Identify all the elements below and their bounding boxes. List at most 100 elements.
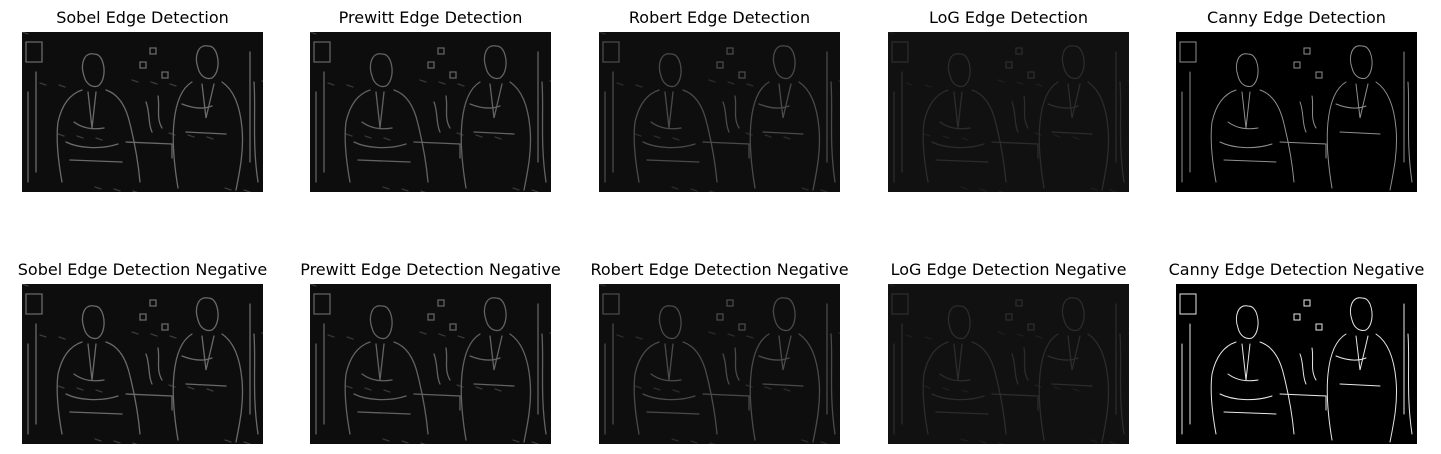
edge-stroke	[633, 89, 660, 183]
texture-stroke	[672, 137, 680, 141]
edge-stroke	[1038, 333, 1059, 441]
edge-stroke	[1355, 83, 1369, 119]
edge-stroke	[772, 297, 796, 332]
texture-stroke	[961, 389, 969, 393]
texture-stroke	[746, 83, 754, 87]
texture-stroke	[1035, 335, 1043, 339]
edge-stroke	[125, 141, 173, 159]
texture-stroke	[261, 332, 263, 335]
texture-stroke	[457, 83, 465, 87]
edge-stroke	[1179, 41, 1197, 63]
edge-stroke	[1279, 141, 1327, 159]
edge-image	[310, 284, 551, 444]
edge-stroke	[145, 353, 153, 385]
texture-stroke	[95, 137, 103, 141]
texture-stroke	[39, 334, 47, 338]
texture-stroke	[653, 387, 661, 391]
edge-stroke	[650, 121, 682, 130]
edge-stroke	[445, 347, 451, 381]
edge-stroke	[1027, 323, 1035, 331]
edge-stroke	[87, 91, 97, 129]
texture-stroke	[635, 84, 643, 88]
texture-stroke	[783, 136, 791, 140]
edge-stroke	[1349, 45, 1373, 79]
texture-stroke	[764, 386, 772, 390]
edge-stroke	[633, 341, 660, 435]
edge-stroke	[393, 89, 429, 183]
texture-stroke	[1035, 83, 1043, 87]
texture-stroke	[22, 32, 29, 35]
edge-image	[1176, 284, 1417, 444]
edge-stroke	[1259, 341, 1295, 435]
texture-stroke	[960, 186, 968, 190]
texture-stroke	[327, 82, 335, 86]
edge-stroke	[313, 293, 331, 315]
edge-stroke	[664, 91, 674, 129]
edge-stroke	[1210, 89, 1237, 183]
panel-title: LoG Edge Detection Negative	[890, 260, 1127, 279]
edge-stroke	[716, 313, 724, 321]
texture-stroke	[243, 441, 251, 444]
texture-stroke	[420, 190, 427, 192]
edge-image	[599, 32, 840, 192]
edge-stroke	[105, 341, 141, 435]
panel-title: Prewitt Edge Detection	[338, 8, 523, 27]
edge-stroke	[702, 141, 750, 159]
edge-stroke	[1027, 71, 1035, 79]
edge-stroke	[1051, 131, 1093, 135]
edge-stroke	[139, 61, 147, 69]
edge-stroke	[798, 81, 821, 191]
edge-stroke	[460, 81, 481, 189]
edge-stroke	[650, 373, 682, 382]
texture-stroke	[345, 385, 353, 389]
edge-stroke	[181, 103, 213, 109]
texture-stroke	[327, 334, 335, 338]
texture-stroke	[1090, 439, 1098, 443]
texture-stroke	[820, 441, 828, 444]
edge-stroke	[1279, 393, 1327, 411]
edge-stroke	[1241, 91, 1251, 129]
texture-stroke	[169, 335, 177, 339]
texture-stroke	[709, 190, 716, 192]
texture-stroke	[457, 335, 465, 339]
texture-stroke	[346, 84, 354, 88]
texture-stroke	[131, 331, 139, 335]
edge-stroke	[1005, 313, 1013, 321]
edge-stroke	[357, 159, 411, 163]
edge-stroke	[139, 313, 147, 321]
texture-stroke	[150, 81, 158, 85]
edge-stroke	[413, 393, 461, 411]
texture-stroke	[94, 438, 102, 442]
edge-stroke	[1061, 45, 1085, 80]
texture-stroke	[905, 334, 913, 338]
edge-stroke	[1259, 89, 1295, 183]
edge-stroke	[56, 341, 83, 435]
texture-stroke	[635, 336, 643, 340]
edge-map-graphic	[599, 32, 840, 192]
edge-map-graphic	[599, 284, 840, 444]
edge-stroke	[393, 341, 429, 435]
edge-stroke	[1303, 299, 1311, 307]
edge-stroke	[172, 81, 193, 189]
edge-stroke	[991, 141, 1039, 159]
edge-stroke	[1061, 297, 1085, 332]
texture-stroke	[979, 440, 987, 444]
edge-stroke	[357, 411, 411, 415]
edge-stroke	[931, 393, 985, 401]
texture-stroke	[599, 32, 606, 35]
texture-stroke	[531, 441, 539, 444]
texture-stroke	[475, 134, 483, 138]
panel-title: LoG Edge Detection	[929, 8, 1088, 27]
edge-stroke	[369, 305, 393, 340]
edge-stroke	[953, 91, 963, 129]
edge-stroke	[473, 131, 515, 135]
edge-stroke	[1223, 411, 1277, 415]
edge-stroke	[65, 393, 119, 401]
edge-stroke	[1235, 53, 1259, 87]
edge-stroke	[722, 353, 730, 385]
edge-stroke	[221, 81, 244, 191]
texture-stroke	[261, 80, 263, 83]
edge-stroke	[65, 141, 119, 149]
texture-stroke	[727, 333, 735, 337]
texture-stroke	[549, 80, 551, 83]
